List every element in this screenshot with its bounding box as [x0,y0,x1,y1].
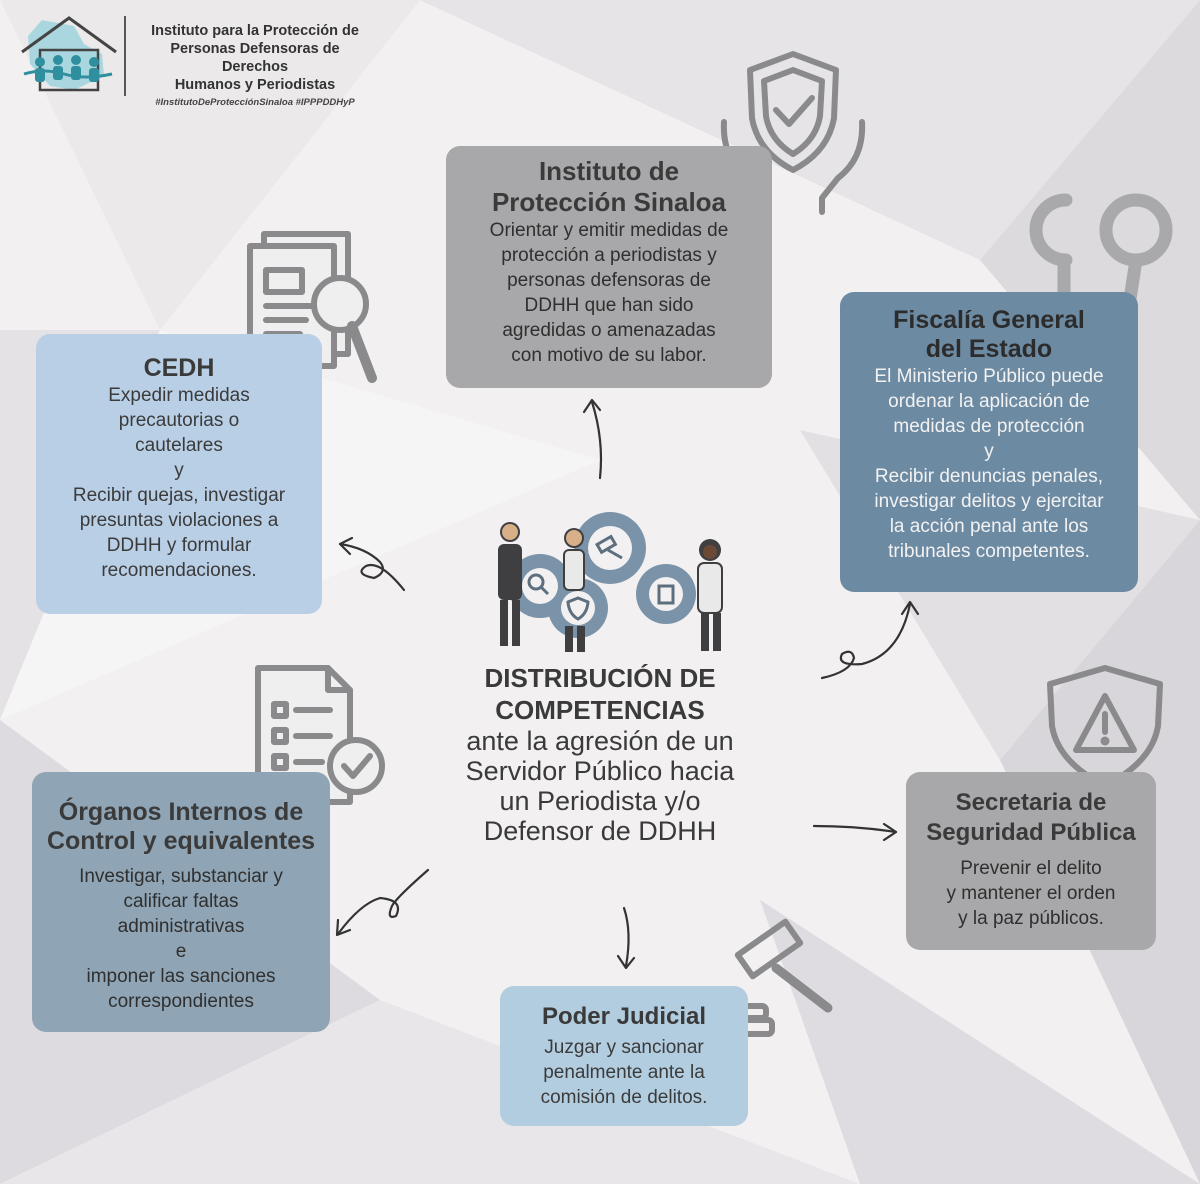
body-line: DDHH y formular [106,535,252,556]
box-body: Juzgar y sancionar penalmente ante la co… [500,1035,748,1110]
arrow-to-instituto [582,398,603,480]
box-title: Secretaria de Seguridad Pública [906,788,1156,848]
arrow-to-fiscalia [820,600,920,680]
body-line: Orientar y emitir medidas de [489,220,729,241]
body-line: Prevenir el delito [960,858,1102,879]
box-title: Fiscalía General del Estado [840,306,1138,364]
title-line: Órganos Internos de [58,798,304,826]
body-line: El Ministerio Público puede [874,366,1104,387]
center-subtitle-line: ante la agresión de un [466,726,734,756]
body-line: Investigar, substanciar y [79,866,283,887]
title-line: Instituto de [538,156,680,186]
title-line: Protección Sinaloa [491,187,727,217]
body-line: la acción penal ante los [889,516,1089,537]
body-line: agredidas o amenazadas [502,320,716,341]
header-hashtags: #InstitutoDeProtecciónSinaloa #IPPPDDHyP [155,97,355,108]
title-line: del Estado [925,335,1053,363]
body-line: Recibir denuncias penales, [874,466,1104,487]
title-line: Control y equivalentes [46,827,316,855]
box-fiscalia: Fiscalía General del Estado El Ministeri… [840,292,1138,592]
body-line: calificar faltas [123,891,239,912]
center-title-line: COMPETENCIAS [495,695,705,725]
box-title: CEDH [36,354,322,383]
center-subtitle-line: Defensor de DDHH [483,816,717,846]
org-name-line: Humanos y Periodistas [174,77,336,93]
arrow-to-judicial [616,906,636,970]
body-line: e [175,941,187,962]
arrow-to-seguridad [812,822,898,842]
body-line: presuntas violaciones a [79,510,279,531]
center-heading: DISTRIBUCIÓN DE COMPETENCIAS ante la agr… [410,662,790,846]
box-organos-internos: Órganos Internos de Control y equivalent… [32,772,330,1032]
arrow-to-organos [335,868,430,937]
body-line: precautorias o [118,410,240,431]
title-line: Fiscalía General [893,306,1085,334]
title-line: CEDH [143,354,215,382]
body-line: administrativas [117,916,245,937]
body-line: Expedir medidas [108,385,250,406]
box-body: Prevenir el delito y mantener el orden y… [906,856,1156,931]
people-gears-illustration [498,512,723,652]
box-body: Expedir medidas precautorias o cautelare… [36,383,322,583]
title-line: Seguridad Pública [926,819,1136,846]
body-line: personas defensoras de [507,270,711,291]
box-body: Orientar y emitir medidas de protección … [446,218,772,368]
body-line: penalmente ante la [543,1062,705,1083]
box-body: Investigar, substanciar y calificar falt… [32,864,330,1014]
title-line: Secretaria de [955,789,1107,816]
body-line: recomendaciones. [101,560,257,581]
box-title: Poder Judicial [500,1002,748,1031]
body-line: protección a periodistas y [501,245,717,266]
body-line: cautelares [135,435,223,456]
box-cedh: CEDH Expedir medidas precautorias o caut… [36,334,322,614]
box-body: El Ministerio Público puede ordenar la a… [840,364,1138,564]
institute-logo [21,16,117,92]
arrow-to-cedh [338,536,406,592]
body-line: y mantener el orden [946,883,1116,904]
body-line: con motivo de su labor. [511,345,707,366]
body-line: imponer las sanciones [86,966,276,987]
title-line: Poder Judicial [541,1003,707,1030]
center-subtitle-line: Servidor Público hacia [465,756,735,786]
body-line: DDHH que han sido [524,295,694,316]
org-name-line: Personas Defensoras de Derechos [170,41,340,75]
body-line: correspondientes [108,991,254,1012]
center-title-line: DISTRIBUCIÓN DE [484,663,716,693]
body-line: y [984,441,994,462]
body-line: Recibir quejas, investigar [72,485,286,506]
body-line: comisión de delitos. [540,1087,708,1108]
body-line: y [174,460,184,481]
org-name-line: Instituto para la Protección de [151,23,359,39]
box-poder-judicial: Poder Judicial Juzgar y sancionar penalm… [500,986,748,1126]
box-instituto-proteccion: Instituto de Protección Sinaloa Orientar… [446,146,772,388]
header-org-name: Instituto para la Protección de Personas… [140,22,370,108]
header-divider [124,16,126,96]
box-seguridad-publica: Secretaria de Seguridad Pública Prevenir… [906,772,1156,950]
body-line: medidas de protección [893,416,1085,437]
body-line: investigar delitos y ejercitar [874,491,1104,512]
body-line: Juzgar y sancionar [544,1037,704,1058]
body-line: ordenar la aplicación de [888,391,1090,412]
body-line: tribunales competentes. [888,541,1090,562]
box-title: Órganos Internos de Control y equivalent… [32,798,330,856]
center-subtitle-line: un Periodista y/o [499,786,701,816]
box-title: Instituto de Protección Sinaloa [446,156,772,218]
body-line: y la paz públicos. [958,908,1104,929]
